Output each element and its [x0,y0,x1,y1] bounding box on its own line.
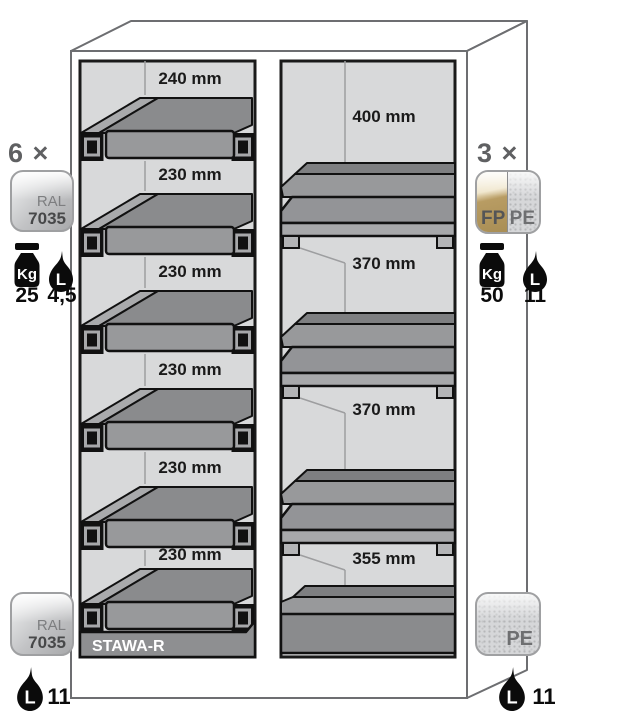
ral-label: RAL [36,617,66,635]
liter-drop-icon: L [523,251,547,292]
pe-swatch: PE [475,592,541,656]
dimension-label: 240 mm [158,69,221,88]
weight-value: 25 [15,284,39,307]
svg-text:L: L [24,688,35,708]
volume-value: 4,5 [47,284,77,307]
fp-label: FP [481,208,506,229]
svg-text:L: L [506,688,517,708]
dimension-label: 230 mm [158,165,221,184]
fp-pe-swatch: FP PE [475,170,541,234]
bottom-sump-tray [279,585,457,655]
ral-code: 7035 [28,632,66,652]
right-count-label: 3 × [477,138,519,168]
left-column: 240 mm 230 mm 230 mm 230 mm 230 mm 230 m… [78,59,257,659]
dimension-label: 355 mm [352,549,415,568]
sump-label: STAWA-R [92,638,165,655]
pe-label: PE [506,628,533,650]
right-column: 400 mm 370 mm 370 mm 355 mm [279,59,457,659]
liter-drop-icon: L [499,667,525,711]
liter-drop-icon: L [17,667,43,711]
svg-text:Kg: Kg [17,266,37,283]
ral-code: 7035 [28,208,66,228]
volume-value: 11 [532,684,556,709]
dimension-label: 230 mm [158,262,221,281]
sump-tray [78,619,257,659]
fp-half: FP [477,172,508,232]
pe-half: PE [507,172,539,232]
ral-label: RAL [36,193,66,211]
dimension-label: 230 mm [158,545,221,564]
kg-weight-icon: Kg [14,243,40,287]
pe-label: PE [509,208,535,229]
dimension-label: 230 mm [158,360,221,379]
svg-text:L: L [56,270,66,289]
ral-7035-swatch: RAL 7035 [10,170,74,232]
volume-value: 11 [47,684,71,709]
dimension-label: 370 mm [352,254,415,273]
dimension-label: 400 mm [352,107,415,126]
dimension-label: 230 mm [158,458,221,477]
liter-drop-icon: L [49,251,73,292]
svg-text:Kg: Kg [482,266,502,283]
svg-text:L: L [530,270,540,289]
dimension-label: 370 mm [352,400,415,419]
kg-weight-icon: Kg [479,243,505,287]
volume-value: 11 [523,284,547,307]
cabinet-top-face [70,20,528,52]
weight-value: 50 [480,284,504,307]
ral-7035-swatch: RAL 7035 [10,592,74,656]
left-count-label: 6 × [8,138,50,168]
